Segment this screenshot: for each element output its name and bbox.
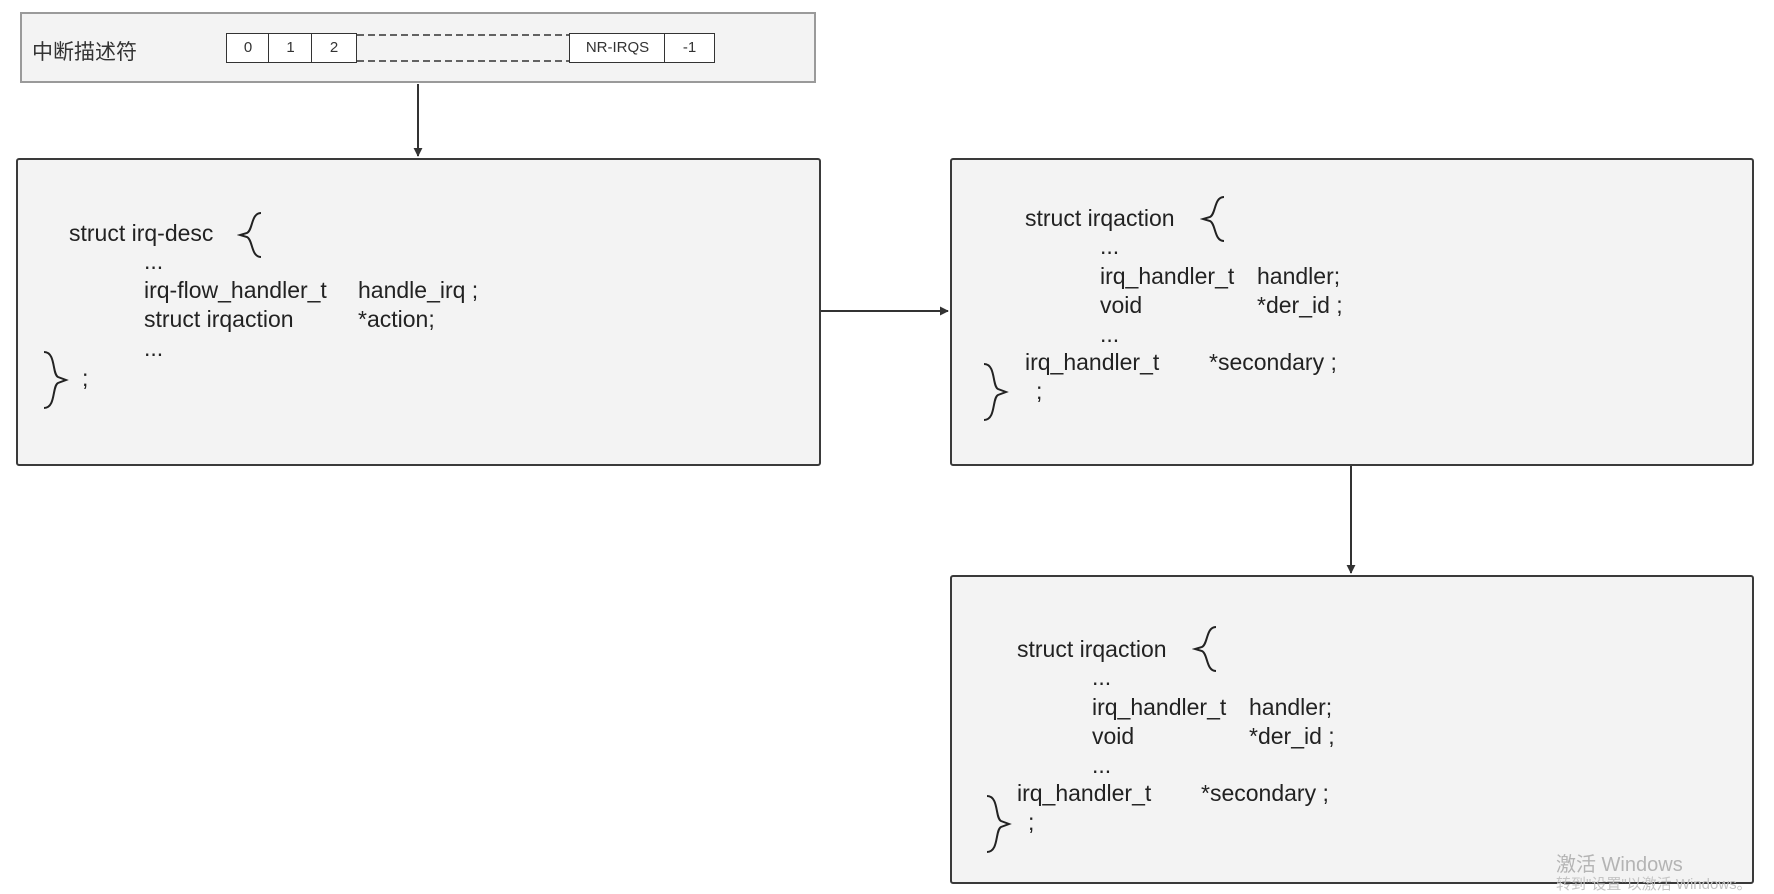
open-brace-icon: [237, 212, 262, 258]
irq-desc-field-name: handle_irq ;: [358, 277, 479, 303]
irqaction-box-2: [950, 575, 1754, 884]
irq-desc-close: ;: [82, 365, 89, 391]
irqaction-2-handler-type: irq_handler_t: [1092, 694, 1227, 720]
irqaction-2-title: struct irqaction: [1017, 636, 1167, 662]
irq-desc-field-type: irq-flow_handler_t: [144, 277, 327, 303]
irqaction-1-close: ;: [1036, 378, 1043, 404]
irqaction-2-close: ;: [1028, 809, 1035, 835]
irq-desc-action-name: *action;: [358, 306, 435, 332]
irqaction-1-ellipsis-1: ...: [1100, 233, 1120, 259]
irq-vector-label: 中断描述符: [32, 41, 137, 64]
irq-desc-action-type: struct irqaction: [144, 306, 294, 332]
irqaction-1-handler-type: irq_handler_t: [1100, 263, 1235, 289]
vector-dashed-lines: [357, 34, 569, 62]
irq-desc-box: [16, 158, 821, 466]
activation-watermark-title: 激活 Windows: [1556, 854, 1683, 876]
irq-desc-title: struct irq-desc: [69, 220, 214, 246]
irqaction-1-secondary-name: *secondary ;: [1209, 349, 1337, 375]
irq-desc-ellipsis-1: ...: [144, 248, 164, 274]
irqaction-1-devid-name: *der_id ;: [1257, 292, 1343, 318]
irq-desc-ellipsis-2: ...: [144, 335, 164, 361]
vector-cell-1: 1: [268, 33, 313, 63]
vector-cell-nr-irqs: NR-IRQS: [569, 33, 666, 63]
vector-cell-2: 2: [311, 33, 357, 63]
irqaction-1-secondary-type: irq_handler_t: [1025, 349, 1160, 375]
irqaction-1-handler-name: handler;: [1257, 263, 1341, 289]
close-brace-icon: [986, 795, 1012, 853]
irqaction-2-handler-name: handler;: [1249, 694, 1333, 720]
irqaction-2-secondary-type: irq_handler_t: [1017, 780, 1152, 806]
irqaction-2-ellipsis-1: ...: [1092, 664, 1112, 690]
irqaction-2-devid-name: *der_id ;: [1249, 723, 1335, 749]
irqaction-2-ellipsis-2: ...: [1092, 752, 1112, 778]
irqaction-2-devid-type: void: [1092, 723, 1135, 749]
irqaction-1-devid-type: void: [1100, 292, 1143, 318]
vector-cell-last: -1: [664, 33, 715, 63]
close-brace-icon: [43, 351, 69, 409]
irqaction-1-title: struct irqaction: [1025, 205, 1175, 231]
irqaction-1-ellipsis-2: ...: [1100, 321, 1120, 347]
close-brace-icon: [983, 363, 1009, 421]
vector-cell-0: 0: [226, 33, 270, 63]
open-brace-icon: [1200, 196, 1225, 242]
irqaction-box-1: [950, 158, 1754, 466]
irqaction-2-secondary-name: *secondary ;: [1201, 780, 1329, 806]
open-brace-icon: [1192, 626, 1217, 672]
activation-watermark-subtitle: 转到"设置"以激活 Windows。: [1556, 876, 1752, 893]
